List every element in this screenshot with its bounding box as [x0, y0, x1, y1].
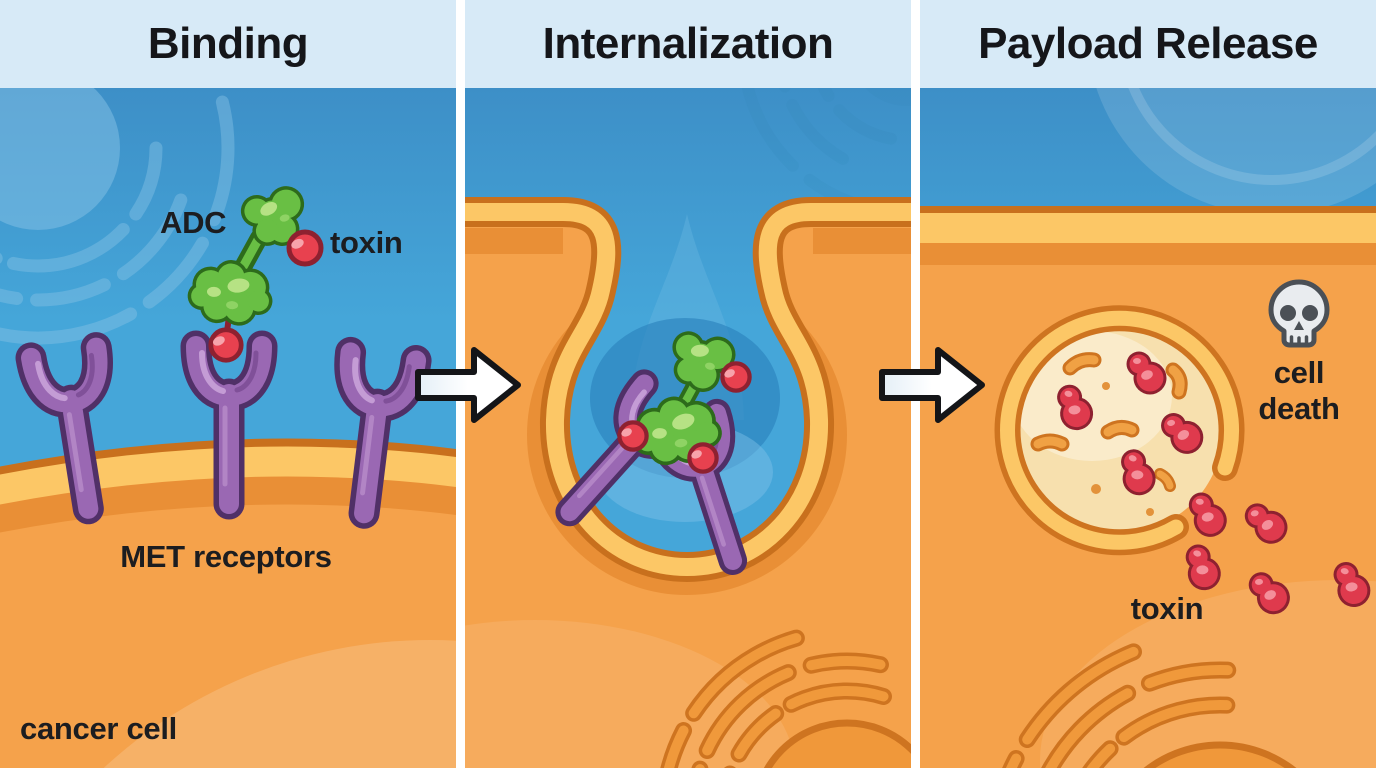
- toxin-label: toxin: [330, 225, 403, 260]
- panel-divider: [911, 0, 920, 768]
- faint-organelle-icon: [0, 0, 235, 345]
- endosome-icon: [994, 305, 1245, 556]
- adc-label: ADC: [160, 205, 227, 240]
- panel-binding: Binding ADC toxin MET receptors cancer c…: [0, 0, 456, 768]
- panel-divider: [456, 0, 465, 768]
- cancer-cell-label: cancer cell: [20, 711, 177, 746]
- organelle-icon: [981, 626, 1376, 768]
- met-receptors-label: MET receptors: [120, 539, 332, 574]
- cell-death-label-line1: cell: [1273, 355, 1325, 390]
- cell-death-label-line2: death: [1258, 391, 1340, 426]
- organelle-icon: [654, 622, 911, 768]
- skull-icon: [1268, 279, 1330, 348]
- panel-title-internalization: Internalization: [465, 0, 911, 88]
- cytoplasm: [465, 212, 911, 768]
- cell-membrane: [465, 197, 911, 583]
- cell-membrane: [0, 438, 456, 768]
- receptor-fragments: [1030, 352, 1188, 516]
- panel-title-binding: Binding: [0, 0, 456, 88]
- internalization-illustration: [465, 0, 911, 768]
- binding-illustration: [0, 0, 456, 768]
- toxin-label: toxin: [1130, 591, 1204, 626]
- payload-release-illustration: [920, 0, 1376, 768]
- cytoplasm: [0, 504, 456, 768]
- panel-payload: Payload Release cell death toxin: [920, 0, 1376, 768]
- nucleus-blob: [103, 640, 456, 768]
- panel-title-payload-release: Payload Release: [920, 0, 1376, 88]
- panel-internalization: Internalization: [465, 0, 911, 768]
